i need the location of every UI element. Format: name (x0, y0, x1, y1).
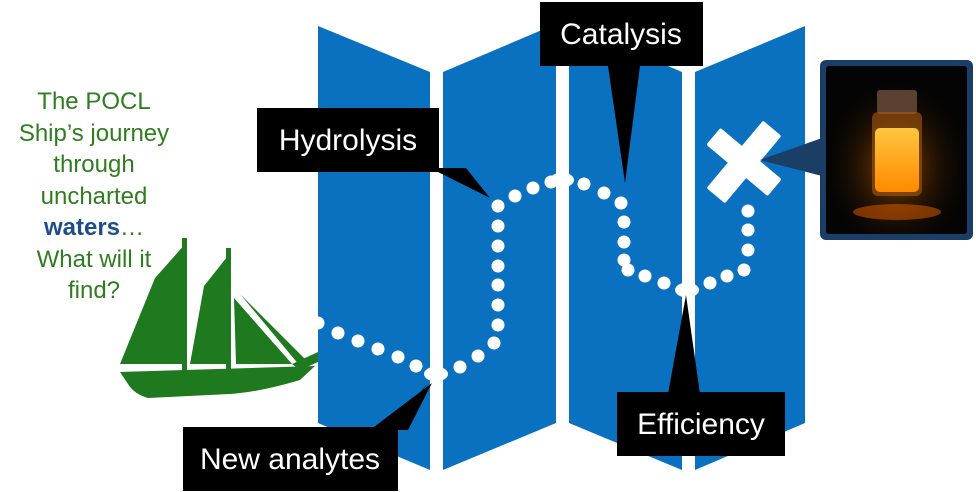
trail-dot (577, 177, 591, 191)
trail-dot (741, 243, 755, 257)
trail-dot (597, 186, 611, 200)
callout-efficiency: Efficiency (617, 295, 785, 456)
trail-dot (471, 349, 485, 363)
callout-catalysis: Catalysis (540, 2, 703, 183)
photo-pointer (760, 138, 822, 176)
caption-highlight: waters (43, 214, 121, 241)
trail-waypoint (550, 172, 574, 188)
trail-dot (491, 219, 505, 233)
trail-dot (491, 239, 505, 253)
callout-hydrolysis: Hydrolysis (257, 108, 490, 198)
trail-dot (487, 336, 501, 350)
trail-dot (614, 196, 628, 210)
trail-dot (621, 263, 635, 277)
caption-line: uncharted (40, 182, 148, 210)
caption-line: find? (67, 277, 121, 304)
callout-new-analytes: New analytes (183, 383, 432, 491)
sailing-ship-icon (120, 238, 318, 398)
trail-dot (657, 276, 671, 290)
caption-line: What will it (36, 245, 152, 273)
caption-line: through (53, 151, 135, 178)
trail-dot (741, 223, 755, 237)
trail-dot (741, 204, 755, 218)
caption-line: The POCL (37, 88, 151, 115)
trail-dot (703, 276, 717, 290)
callout-label-hydrolysis: Hydrolysis (279, 124, 417, 157)
caption-ellipsis: … (120, 214, 145, 241)
trail-dot (720, 269, 734, 283)
trail-dot (737, 263, 751, 277)
trail-waypoint (424, 366, 448, 382)
trail-dot (331, 326, 345, 340)
caption-line: Ship’s journey (18, 119, 170, 147)
trail-dot (617, 253, 631, 267)
trail-dot (491, 278, 505, 292)
trail-dot (391, 350, 405, 364)
trail-dot (371, 342, 385, 356)
trail-dot (617, 235, 631, 249)
trail-dot (638, 269, 652, 283)
trail-dot (409, 359, 423, 373)
callout-label-catalysis: Catalysis (560, 18, 682, 51)
trail-dot (491, 199, 505, 213)
journey-caption: The POCL Ship’s journey through uncharte… (4, 86, 184, 307)
trail-dot (491, 259, 505, 273)
trail-dot (491, 318, 505, 332)
trail-dot (617, 215, 631, 229)
dotted-path (311, 172, 755, 382)
trail-dot (311, 316, 325, 330)
trail-dot (351, 334, 365, 348)
glowing-vial-photo (820, 60, 973, 240)
callout-label-new-analytes: New analytes (200, 443, 380, 476)
trail-waypoint (675, 282, 699, 298)
trail-dot (526, 181, 540, 195)
trail-dot (508, 189, 522, 203)
callout-label-efficiency: Efficiency (637, 408, 765, 441)
trail-dot (491, 298, 505, 312)
x-mark-icon (707, 121, 781, 203)
trail-dot (453, 360, 467, 374)
caption-line: waters… (4, 212, 184, 244)
